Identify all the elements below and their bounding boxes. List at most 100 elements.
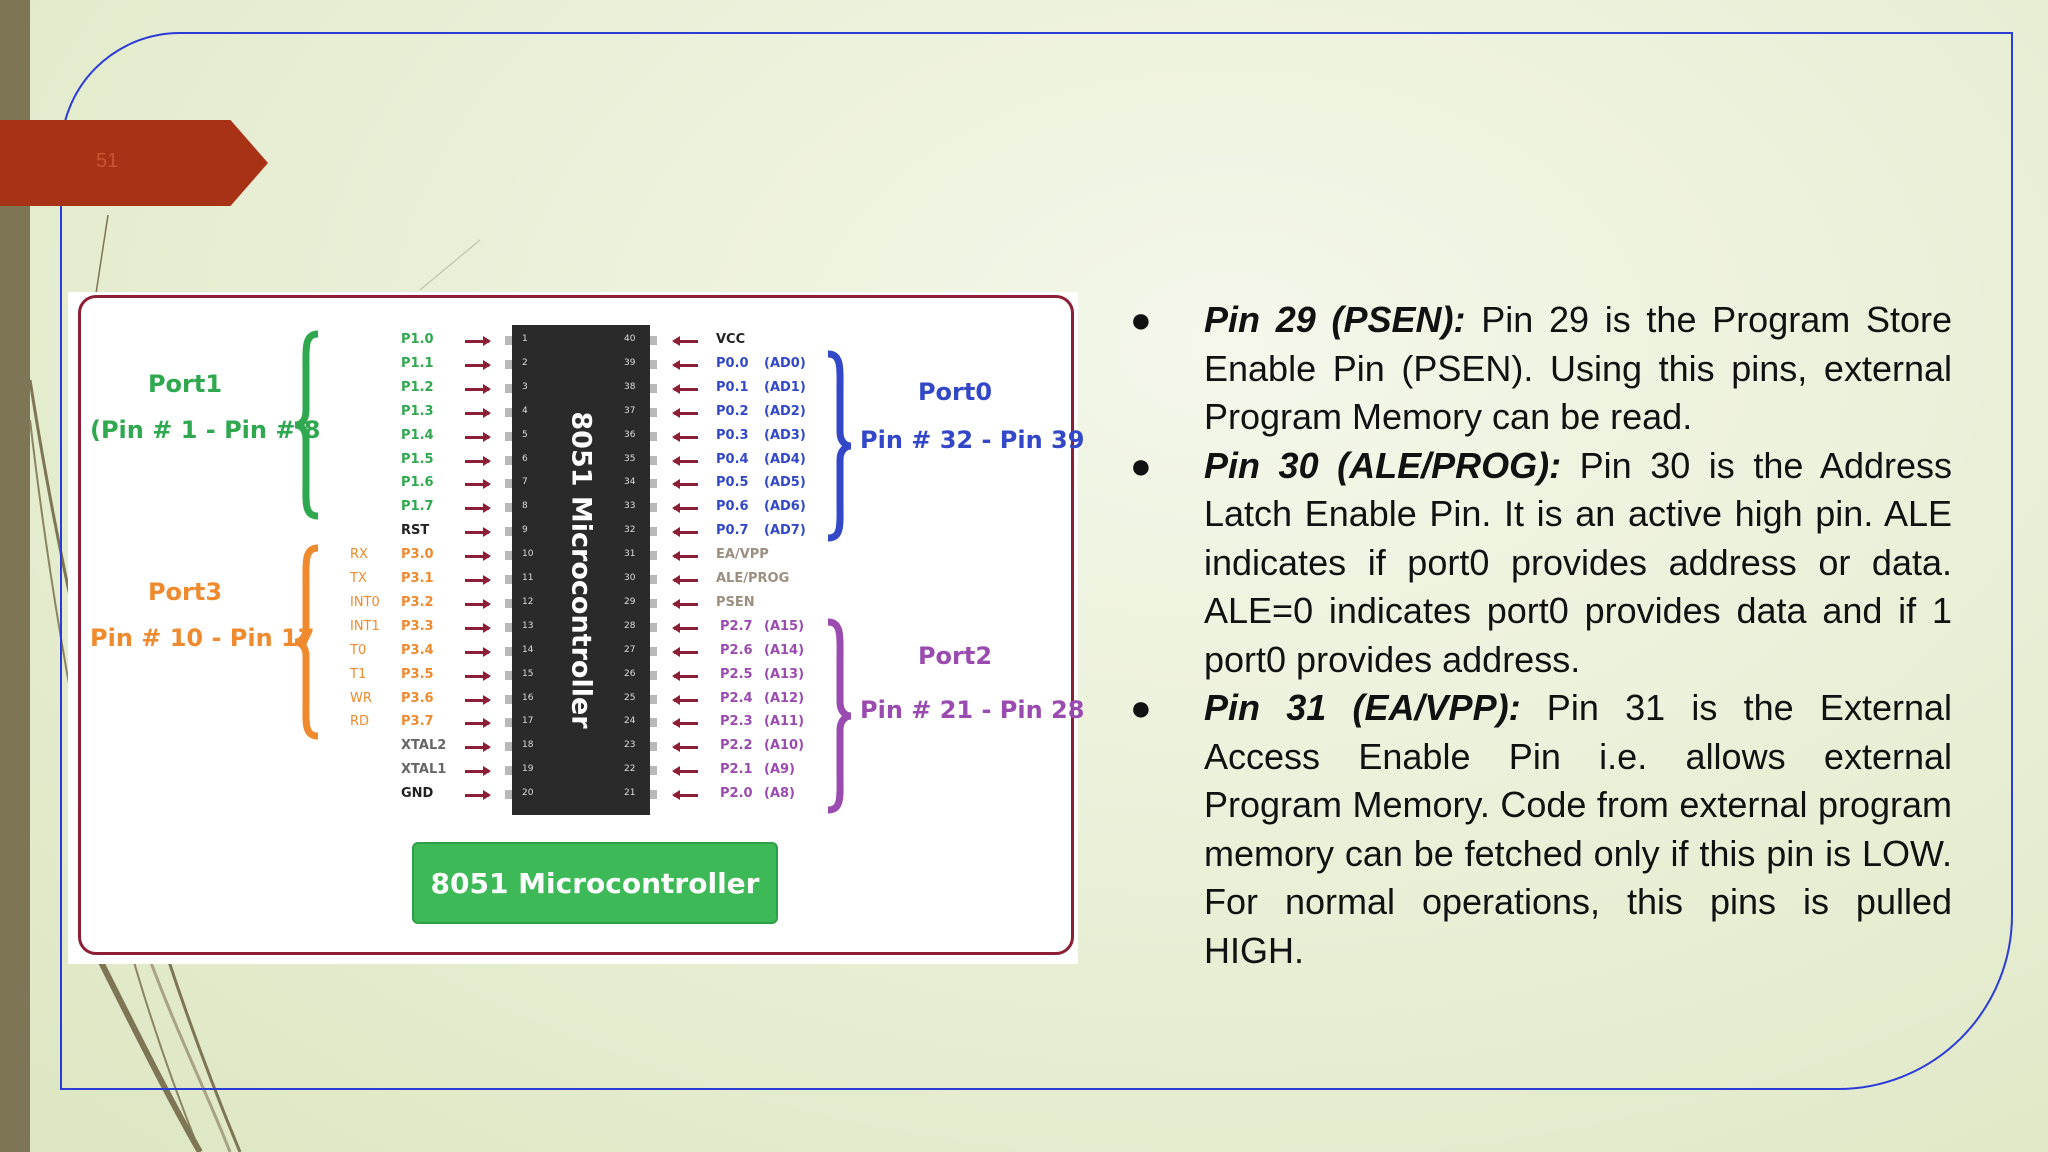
pin-number: 11	[522, 573, 534, 583]
pin-name: XTAL1	[401, 762, 447, 778]
bullet-term: Pin 30 (ALE/PROG):	[1204, 444, 1562, 486]
pin-name: P2.2	[720, 738, 753, 754]
pin-number: 23	[624, 740, 636, 751]
pin-arrow	[672, 527, 698, 538]
pin-arrow	[465, 431, 491, 442]
pin-pad	[650, 383, 657, 393]
pin-alt-name: INT1	[350, 618, 380, 634]
pin-arrow	[465, 598, 491, 609]
pin-number: 27	[624, 644, 636, 655]
pin-name: P2.3	[720, 714, 753, 730]
pin-pad	[505, 575, 512, 584]
pin-arrow	[465, 646, 491, 657]
pin-pad	[505, 551, 512, 561]
pin-pad	[650, 479, 657, 489]
pin-arrow	[465, 455, 491, 466]
pin-pad	[650, 694, 657, 704]
pin-arrow	[465, 694, 491, 705]
pin-alt-name: (A15)	[764, 618, 805, 634]
pin-number: 32	[624, 525, 636, 536]
pin-number: 29	[624, 596, 636, 607]
pin-name: P0.3	[716, 427, 749, 443]
pin-alt-name: (A10)	[764, 738, 805, 754]
pin-name: P2.6	[720, 642, 753, 658]
pin-alt-name: (A8)	[764, 786, 795, 802]
pin-arrow	[465, 503, 491, 514]
pin-arrow	[465, 407, 491, 418]
pin-number: 2	[522, 357, 528, 368]
bullet-text: Pin 29 is the Program Store Enable Pin (…	[1204, 299, 1952, 437]
pin-name: ALE/PROG	[716, 571, 790, 586]
pin-pad	[505, 431, 512, 441]
pin-pad	[505, 670, 512, 680]
pin-pad	[650, 527, 657, 537]
pin-arrow	[465, 527, 491, 538]
pin-pad	[650, 790, 657, 800]
pin-number: 39	[624, 357, 636, 368]
pin-number: 37	[624, 405, 636, 416]
pin-alt-name: (A11)	[764, 714, 805, 730]
pin-alt-name: INT0	[350, 594, 380, 610]
port1-name: Port1	[147, 370, 223, 398]
bullet-text: Pin 30 is the Address Latch Enable Pin. …	[1204, 444, 1952, 680]
pin-pad	[505, 407, 512, 417]
pin-pad	[650, 359, 657, 369]
bullet-item: ●Pin 30 (ALE/PROG): Pin 30 is the Addres…	[1130, 442, 1952, 685]
pin-arrow	[465, 479, 491, 490]
pin-alt-name: (A13)	[764, 666, 805, 682]
pin-number: 13	[522, 620, 534, 631]
pin-arrow	[465, 670, 491, 681]
pin-pad	[650, 670, 657, 680]
pin-arrow	[672, 694, 698, 705]
pin-name: P0.6	[716, 499, 749, 515]
pin-alt-name: (A9)	[764, 762, 795, 778]
port3-name: Port3	[147, 578, 223, 606]
pin-alt-name: RD	[350, 714, 370, 730]
pin-number: 35	[624, 453, 636, 464]
pin-arrow	[672, 646, 698, 657]
pin-name: GND	[401, 786, 434, 802]
pin-arrow	[672, 336, 698, 346]
pin-alt-name: (AD5)	[764, 475, 806, 491]
pin-alt-name: TX	[350, 571, 367, 586]
pin-number: 36	[624, 429, 636, 440]
port0-name: Port0	[917, 378, 993, 406]
pin-number: 38	[624, 381, 636, 392]
pin-name: P3.3	[401, 618, 434, 634]
pin-number: 4	[522, 405, 528, 416]
port2-brace	[827, 618, 852, 814]
pin-pad	[650, 646, 657, 656]
pin-pad	[650, 336, 657, 345]
pin-name: P2.4	[720, 690, 753, 706]
pin-number: 40	[624, 334, 636, 344]
pin-arrow	[672, 383, 698, 394]
pin-alt-name: (AD4)	[764, 451, 806, 467]
bullet-marker: ●	[1130, 687, 1152, 728]
pin-pad	[650, 598, 657, 608]
pin-alt-name: (AD7)	[764, 523, 806, 539]
pin-pad	[505, 527, 512, 537]
pin-name: P0.0	[716, 355, 749, 371]
pin-number: 8	[522, 501, 528, 512]
pin-pad	[505, 766, 512, 776]
pin-arrow	[672, 551, 698, 562]
microcontroller-button[interactable]: 8051 Microcontroller	[412, 842, 778, 924]
bullet-list: ●Pin 29 (PSEN): Pin 29 is the Program St…	[1130, 296, 1952, 975]
pin-arrow	[465, 336, 491, 346]
pin-arrow	[672, 455, 698, 466]
bullet-marker: ●	[1130, 299, 1152, 340]
pin-arrow	[465, 575, 491, 585]
pin-diagram-border	[78, 295, 1074, 955]
pin-name: XTAL2	[401, 738, 447, 754]
pin-pad	[650, 622, 657, 632]
page-number-tab	[0, 120, 268, 206]
pin-pad	[650, 718, 657, 728]
pin-name: EA/VPP	[716, 547, 769, 563]
pin-name: P1.6	[401, 475, 434, 491]
port0-range: Pin # 32 - Pin 39	[860, 426, 1085, 454]
pin-arrow	[465, 742, 491, 753]
pin-name: P3.6	[401, 690, 434, 706]
pin-alt-name: T0	[350, 642, 367, 658]
pin-alt-name: RX	[350, 547, 368, 563]
pin-number: 1	[522, 334, 528, 344]
